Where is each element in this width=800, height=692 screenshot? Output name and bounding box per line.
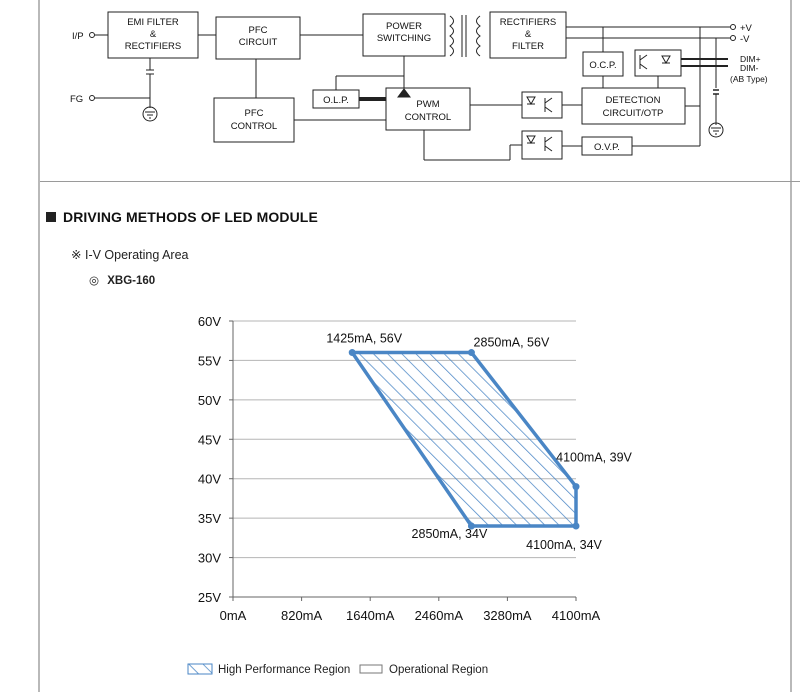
dim-pos-label: DIM+ xyxy=(740,54,761,64)
region-point-label: 4100mA, 34V xyxy=(526,538,602,552)
block-diagram: EMI FILTER & RECTIFIERS PFC CIRCUIT POWE… xyxy=(70,11,768,161)
ovp-label: O.V.P. xyxy=(594,142,620,153)
reference-mark-icon: ※ xyxy=(71,248,82,262)
x-tick-label: 820mA xyxy=(281,608,323,623)
iv-operating-area-chart: 25V 30V 35V 40V 45V 50V 55V 60V 0mA 820mA 1640mA 24… xyxy=(187,314,633,676)
region-point-4 xyxy=(467,522,475,530)
pfc-control-box xyxy=(213,97,295,143)
high-performance-region xyxy=(348,350,578,528)
x-tick-label: 4100mA xyxy=(552,608,601,623)
region-point-label: 2850mA, 34V xyxy=(412,527,488,541)
rectifiers-line3: FILTER xyxy=(512,41,544,52)
y-tick-label: 60V xyxy=(198,314,221,329)
pfc-control-line2: CONTROL xyxy=(231,121,277,132)
power-switching-line2: SWITCHING xyxy=(377,33,431,44)
section-title-text: DRIVING METHODS OF LED MODULE xyxy=(63,209,318,225)
detection-box xyxy=(581,87,686,125)
optocoupler-detect-box xyxy=(521,91,563,119)
legend-swatch-hatched xyxy=(187,663,213,675)
right-page-rule xyxy=(790,0,792,692)
ip-label: I/P xyxy=(72,31,84,42)
model-label: ◎ XBG-160 xyxy=(89,273,155,287)
x-tick-label: 2460mA xyxy=(415,608,464,623)
olp-label: O.L.P. xyxy=(323,95,349,106)
y-tick-label: 30V xyxy=(198,551,221,566)
x-tick-label: 3280mA xyxy=(483,608,532,623)
double-circle-icon: ◎ xyxy=(89,275,100,287)
fg-label: FG xyxy=(70,94,83,105)
y-tick-label: 45V xyxy=(198,432,221,447)
emi-line3: RECTIFIERS xyxy=(125,41,181,52)
section-title: DRIVING METHODS OF LED MODULE xyxy=(46,209,318,225)
region-point-label: 1425mA, 56V xyxy=(326,332,402,346)
dim-neg-label: DIM- xyxy=(740,63,759,73)
pfc-circuit-line2: CIRCUIT xyxy=(239,37,278,48)
legend-swatch-outline xyxy=(359,664,383,674)
out-neg-label: -V xyxy=(740,34,750,45)
ab-type-label: (AB Type) xyxy=(730,74,768,84)
y-tick-label: 25V xyxy=(198,590,221,605)
y-tick-label: 40V xyxy=(198,472,221,487)
emi-line1: EMI FILTER xyxy=(127,17,179,28)
pfc-circuit-line1: PFC xyxy=(249,25,268,36)
region-point-0 xyxy=(348,349,356,357)
pwm-line2: CONTROL xyxy=(405,112,451,123)
emi-line2: & xyxy=(150,29,157,40)
rectifiers-line2: & xyxy=(525,29,532,40)
out-pos-label: +V xyxy=(740,23,753,34)
legend-label-operational: Operational Region xyxy=(389,664,488,676)
optocoupler-dim-box xyxy=(634,49,682,77)
x-tick-label: 0mA xyxy=(220,608,247,623)
pwm-line1: PWM xyxy=(416,99,439,110)
y-tick-label: 50V xyxy=(198,393,221,408)
pfc-circuit-box xyxy=(215,16,301,60)
section-bullet-icon xyxy=(46,212,56,222)
region-point-label: 4100mA, 39V xyxy=(556,451,632,465)
y-tick-label: 35V xyxy=(198,511,221,526)
region-point-3 xyxy=(572,522,580,530)
detection-line2: CIRCUIT/OTP xyxy=(603,108,664,119)
rectifiers-filter-box xyxy=(489,11,567,59)
optocoupler-ovp-box xyxy=(521,130,563,160)
subhead-text: I-V Operating Area xyxy=(84,248,189,262)
emi-filter-box xyxy=(107,11,199,59)
region-point-label: 2850mA, 56V xyxy=(474,336,550,350)
y-tick-label: 55V xyxy=(198,353,221,368)
legend-label-high-performance: High Performance Region xyxy=(218,664,350,676)
subhead: ※ I-V Operating Area xyxy=(71,247,189,262)
region-point-1 xyxy=(467,349,475,357)
ocp-label: O.C.P. xyxy=(589,60,616,71)
pfc-control-line1: PFC xyxy=(245,108,264,119)
model-text: XBG-160 xyxy=(107,275,156,287)
rectifiers-line1: RECTIFIERS xyxy=(500,17,556,28)
x-tick-label: 1640mA xyxy=(346,608,395,623)
section-separator xyxy=(40,181,800,182)
left-page-rule xyxy=(38,0,40,692)
power-switching-line1: POWER xyxy=(386,21,422,32)
detection-line1: DETECTION xyxy=(606,95,661,106)
region-point-2 xyxy=(572,483,580,491)
